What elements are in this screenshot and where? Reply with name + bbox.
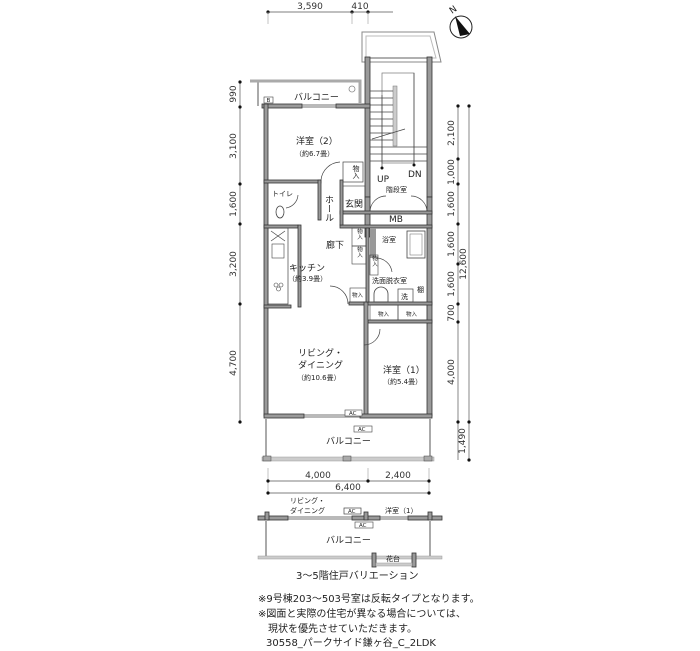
dim-right-1000: 1,000	[447, 159, 457, 185]
storage-bath-label: 物入	[371, 254, 378, 267]
stairs-up-label: UP	[377, 175, 390, 185]
variation-ac-outdoor-label: AC	[359, 523, 367, 529]
stairwell: UP DN 階段室	[364, 56, 433, 213]
dim-right-2100: 2,100	[447, 120, 457, 146]
note-line-1: ※9号棟203～503号室は反転タイプとなります。	[258, 594, 480, 605]
corridor-label: 廊下	[326, 239, 344, 251]
dim-bottom-total: 6,400	[335, 483, 361, 493]
western-room-2-size: （約6.7畳）	[295, 149, 334, 158]
dim-top-410: 410	[351, 2, 368, 12]
storage-hall-label: 物入	[352, 164, 360, 179]
stairwell-label: 階段室	[386, 185, 407, 194]
variation-living-label-1: リビング・	[290, 496, 325, 505]
ac-outdoor-label: AC	[358, 427, 366, 433]
ac-indoor-label: AC	[349, 411, 357, 417]
variation-living-label-2: ダイニング	[290, 506, 325, 515]
note-line-3: 現状を優先させていただきます。	[258, 624, 417, 635]
footer-plan-id: 30558_パークサイド鎌ヶ谷_C_2LDK	[266, 638, 436, 649]
dim-bottom-4000: 4,000	[305, 471, 331, 481]
mb-label: MB	[389, 215, 403, 225]
variation-caption: 3～5階住戸バリエーション	[296, 571, 419, 582]
washroom-label: 洗面脱衣室	[372, 276, 407, 285]
dim-right-1600a: 1,600	[447, 191, 457, 217]
room-details: 洋室（2） （約6.7畳） 物入 トイレ ホール 玄関 MB 廊下 物入 物入 …	[267, 135, 428, 433]
south-balcony: バルコニー	[261, 418, 435, 462]
variation-balcony-label: バルコニー	[326, 535, 371, 546]
north-balcony-label: バルコニー	[294, 92, 339, 103]
stairs-down-label: DN	[408, 170, 422, 180]
dim-right-700: 700	[447, 304, 457, 321]
dim-left-3100: 3,100	[229, 133, 239, 159]
dim-right-4000: 4,000	[447, 359, 457, 385]
flower-bed-label: 花台	[386, 554, 400, 563]
dim-left-1600: 1,600	[229, 191, 239, 217]
variation-room1-label: 洋室（1）	[385, 506, 417, 515]
compass-icon: N	[448, 4, 473, 39]
kitchen-size: （約3.9畳）	[288, 274, 327, 283]
hall-label: ホール	[323, 195, 334, 222]
storage-room1-b-label: 物入	[406, 310, 418, 318]
dim-right-1600b: 1,600	[447, 231, 457, 257]
bottom-dimension: 4,000 2,400 6,400	[266, 468, 431, 495]
north-label: N	[448, 4, 459, 16]
dim-top-3590: 3,590	[297, 2, 323, 12]
western-room-1-size: （約5.4畳）	[383, 377, 422, 386]
north-balcony: B バルコニー	[250, 79, 362, 106]
entrance-label: 玄関	[345, 198, 363, 210]
south-balcony-label: バルコニー	[326, 436, 371, 447]
living-dining-size: （約10.6畳）	[297, 373, 341, 382]
dim-right-1600c: 1,600	[447, 271, 457, 297]
western-room-1-label: 洋室（1）	[383, 364, 425, 376]
north-balcony-unit-label: B	[267, 98, 271, 104]
storage-washroom-label: 物入	[352, 291, 364, 299]
storage-corridor-2-label: 物入	[356, 245, 363, 258]
note-line-2: ※図面と実際の住宅が異なる場合については、	[258, 609, 466, 620]
dim-left-990: 990	[229, 85, 239, 102]
living-dining-label-1: リビング・	[298, 347, 343, 359]
toilet-label: トイレ	[272, 190, 293, 198]
stair-canopy	[361, 31, 442, 63]
top-dimension: 3,590 410	[266, 2, 393, 24]
right-dimension: 2,100 1,000 1,600 1,600 1,600 700 4,000 …	[447, 104, 471, 462]
dim-left-4700: 4,700	[229, 350, 239, 376]
dim-bottom-2400: 2,400	[385, 471, 411, 481]
western-room-2-label: 洋室（2）	[296, 135, 338, 147]
dim-left-3200: 3,200	[229, 251, 239, 277]
variation-plan: リビング・ ダイニング 洋室（1） AC AC バルコニー 花台	[257, 496, 443, 568]
variation-ac-indoor-label: AC	[348, 509, 356, 515]
dim-right-total: 12,600	[459, 248, 469, 280]
bathroom-label: 浴室	[382, 235, 396, 244]
kitchen-label: キッチン	[289, 263, 325, 274]
storage-corridor-1-label: 物入	[356, 227, 363, 240]
living-dining-label-2: ダイニング	[298, 359, 343, 371]
storage-room1-a-label: 物入	[378, 310, 390, 318]
shelf-label: 棚	[417, 285, 424, 294]
washer-label: 洗	[401, 292, 408, 301]
dim-right-1490: 1,490	[458, 428, 468, 454]
left-dimension: 990 3,100 1,600 3,200 4,700	[229, 80, 242, 424]
